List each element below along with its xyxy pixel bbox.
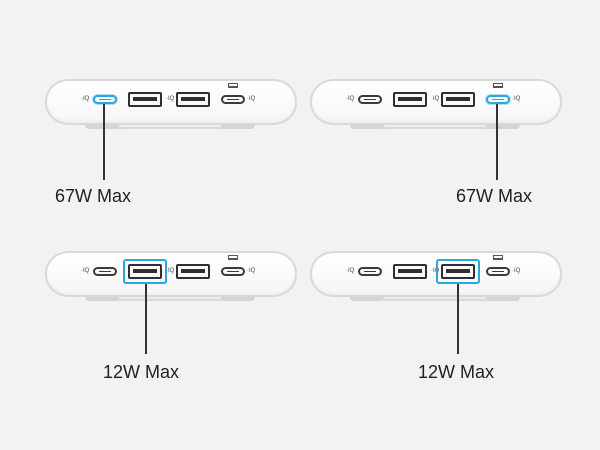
charger-body [310,79,562,125]
charger-bottom-left: ·IQ ·IQ ·IQ [45,245,297,325]
power-label-bottom-right: 12W Max [418,362,495,382]
usb-a-port-1 [393,92,427,107]
iq-icon: ·IQ [166,268,175,274]
charger-foot [350,295,384,301]
usb-a-port-1 [128,92,162,107]
usb-a-port-2-highlight-frame [436,259,480,284]
leader-line [103,104,105,180]
laptop-icon [493,83,503,88]
iq-icon: ·IQ [346,268,355,274]
charger-foot [85,295,119,301]
power-label-top-left: 67W Max [55,186,132,206]
laptop-icon [493,255,503,260]
usb-c-port-2 [221,95,245,104]
usb-c-port-2 [221,267,245,276]
leader-line [457,284,459,354]
usb-c-port-1-highlighted [93,95,117,104]
charger-foot [486,123,520,129]
usb-a-port-2 [441,92,475,107]
usb-c-port-1 [93,267,117,276]
laptop-icon [228,255,238,260]
iq-icon: ·IQ [247,268,256,274]
iq-icon: ·IQ [512,96,521,102]
charger-top-left: ·IQ ·IQ ·IQ [45,73,297,153]
iq-icon: ·IQ [81,96,90,102]
iq-icon: ·IQ [247,96,256,102]
iq-icon: ·IQ [81,268,90,274]
power-label-bottom-left: 12W Max [103,362,180,382]
charger-bottom-right: ·IQ ·IQ ·IQ [310,245,562,325]
iq-icon: ·IQ [346,96,355,102]
iq-icon: ·IQ [431,268,440,274]
usb-a-port-2 [176,264,210,279]
leader-line [496,104,498,180]
usb-a-port-1-highlight-frame [123,259,167,284]
power-label-top-right: 67W Max [456,186,533,206]
usb-c-port-2-highlighted [486,95,510,104]
iq-icon: ·IQ [166,96,175,102]
charger-foot [85,123,119,129]
leader-line [145,284,147,354]
usb-c-port-2 [486,267,510,276]
usb-a-port-2 [176,92,210,107]
charger-foot [486,295,520,301]
charger-top-right: ·IQ ·IQ ·IQ [310,73,562,153]
usb-a-port-1 [393,264,427,279]
charger-foot [350,123,384,129]
usb-a-port-2-highlighted [441,264,475,279]
charger-foot [221,295,255,301]
usb-a-port-1-highlighted [128,264,162,279]
iq-icon: ·IQ [431,96,440,102]
charger-body [45,79,297,125]
usb-c-port-1 [358,267,382,276]
laptop-icon [228,83,238,88]
iq-icon: ·IQ [512,268,521,274]
usb-c-port-1 [358,95,382,104]
charger-body [45,251,297,297]
charger-foot [221,123,255,129]
